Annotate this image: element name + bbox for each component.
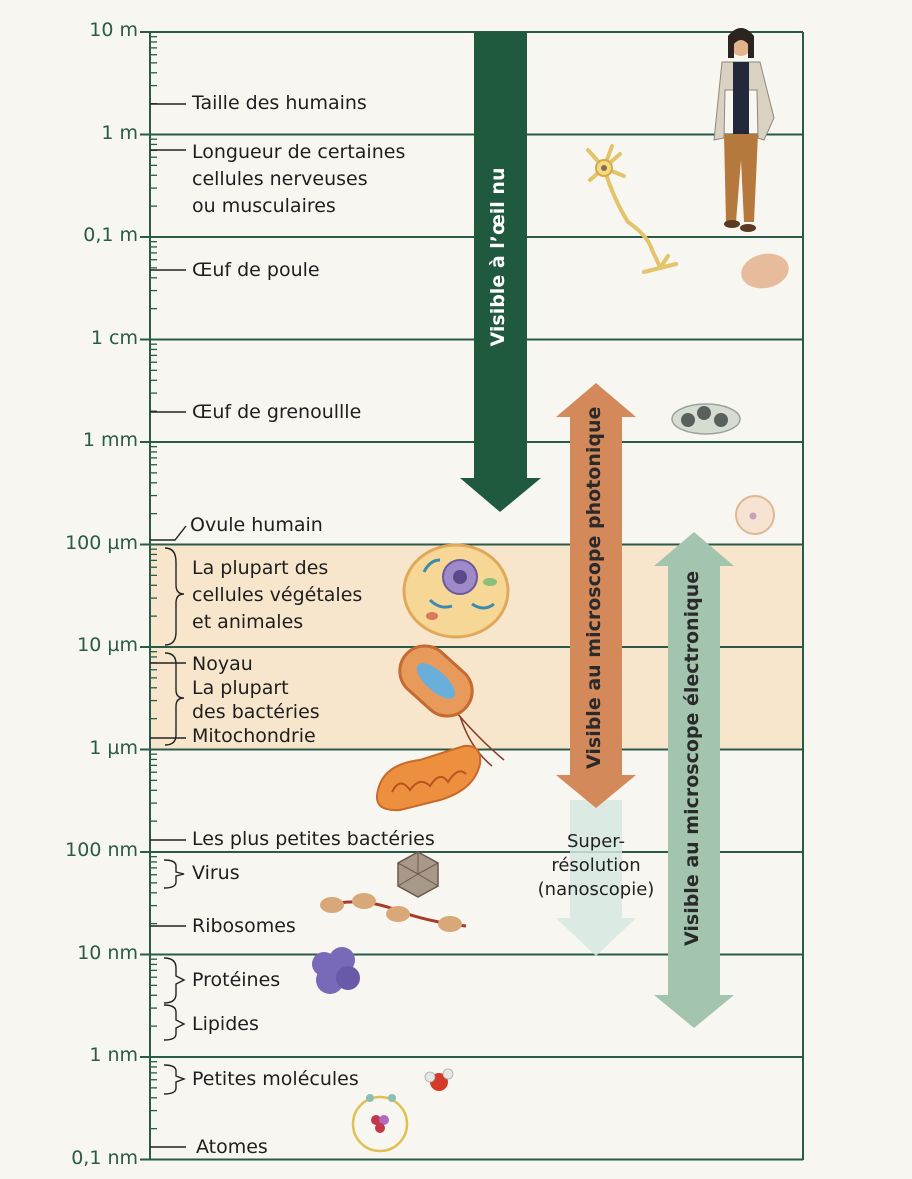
label-lipids: Lipides	[192, 1013, 259, 1035]
label-mitochondria: Mitochondrie	[192, 725, 316, 747]
axis-tick-label: 1 nm	[89, 1044, 138, 1066]
chicken-egg-icon	[741, 253, 789, 289]
superresolution-line-3: (nanoscopie)	[537, 879, 655, 900]
human-icon	[713, 28, 775, 232]
label-smallest-bacteria: Les plus petites bactéries	[192, 828, 435, 850]
label-nucleus: Noyau	[192, 653, 253, 675]
ovum-icon	[735, 495, 775, 535]
label-nerve-3: ou musculaires	[192, 195, 336, 217]
label-nerve-1: Longueur de certaines	[192, 141, 406, 163]
label-proteins: Protéines	[192, 969, 281, 991]
label-ribosomes: Ribosomes	[192, 915, 296, 937]
label-cells-2: cellules végétales	[192, 584, 363, 606]
small-molecule-icon	[424, 1068, 454, 1091]
label-atoms: Atomes	[196, 1136, 268, 1158]
bacterium-icon	[398, 644, 505, 767]
label-ovum: Ovule humain	[190, 514, 323, 536]
naked-eye-arrow	[460, 32, 541, 512]
label-chicken-egg: Œuf de poule	[192, 259, 320, 281]
light-microscope-arrow	[556, 383, 636, 808]
axis-tick-label: 1 mm	[82, 429, 138, 451]
axis-tick-label: 10 nm	[77, 941, 138, 964]
axis-tick-label: 1 m	[101, 121, 138, 144]
brackets	[150, 103, 187, 1148]
axis-tick-label: 100 µm	[65, 531, 138, 554]
label-cells-3: et animales	[192, 611, 304, 633]
axis-tick-label: 0,1 nm	[71, 1146, 138, 1169]
light-microscope-arrow-label: Visible au microscope photonique	[583, 406, 605, 769]
axis-tick-label: 100 nm	[65, 839, 138, 861]
protein-icon	[312, 947, 360, 994]
electron-microscope-arrow	[654, 532, 734, 1028]
axis-tick-label: 1 cm	[90, 326, 138, 349]
label-nerve-2: cellules nerveuses	[192, 168, 368, 190]
superresolution-line-2: résolution	[551, 855, 641, 876]
axis-tick-label: 0,1 m	[83, 224, 138, 246]
superresolution-label: Super- résolution (nanoscopie)	[526, 830, 666, 902]
label-bacteria-2: des bactéries	[192, 701, 320, 723]
label-humans: Taille des humains	[192, 92, 367, 114]
virus-icon	[397, 851, 439, 898]
axis-tick-label: 10 µm	[77, 634, 138, 656]
superresolution-arrow	[556, 800, 636, 956]
atom-icon	[351, 1094, 409, 1153]
ribosomes-icon	[320, 893, 467, 932]
label-cells-1: La plupart des	[192, 557, 329, 579]
animal-cell-icon	[402, 543, 510, 639]
axis-ticks	[140, 31, 157, 1161]
label-small-molecules: Petites molécules	[192, 1068, 359, 1090]
label-virus: Virus	[192, 862, 240, 884]
mitochondria-icon	[376, 744, 482, 812]
axis-tick-label: 10 m	[89, 19, 138, 41]
label-bacteria-1: La plupart	[192, 677, 289, 699]
axis-tick-label: 1 µm	[89, 736, 138, 759]
frog-egg-icon	[671, 403, 741, 435]
superresolution-line-1: Super-	[566, 831, 626, 852]
naked-eye-arrow-label: Visible à l’œil nu	[487, 167, 509, 347]
label-frog-egg: Œuf de grenoullle	[192, 401, 362, 423]
electron-microscope-arrow-label: Visible au microscope électronique	[681, 570, 703, 946]
neuron-icon	[586, 144, 678, 274]
